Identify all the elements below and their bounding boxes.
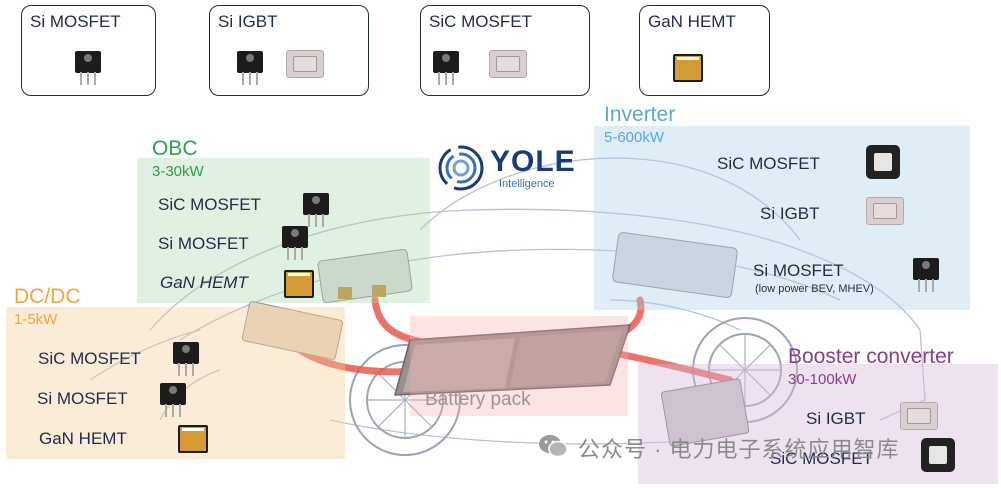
legend-si-igbt: Si IGBT bbox=[209, 5, 369, 96]
power-module-icon bbox=[286, 50, 324, 78]
obc-title: OBC bbox=[152, 137, 198, 160]
to247-package-icon bbox=[75, 51, 101, 85]
yole-swirl-icon bbox=[438, 145, 484, 191]
to247-package-icon bbox=[237, 51, 263, 85]
inverter-device: Si IGBT bbox=[760, 204, 820, 223]
battery-panel bbox=[410, 316, 628, 416]
to247-package-icon bbox=[160, 383, 186, 417]
gan-package-icon bbox=[178, 425, 208, 453]
watermark-text: 公众号 · 电力电子系统应用智库 bbox=[578, 437, 900, 462]
to247-package-icon bbox=[173, 342, 199, 376]
hybrid-pack-module-icon bbox=[921, 438, 955, 472]
dcdc-device: SiC MOSFET bbox=[38, 349, 141, 368]
obc-device: Si MOSFET bbox=[158, 234, 249, 253]
legend-label: Si IGBT bbox=[218, 12, 278, 31]
booster-device: SiC MOSFET bbox=[770, 449, 873, 468]
battery-label: Battery pack bbox=[425, 389, 531, 410]
inverter-title: Inverter bbox=[604, 103, 676, 126]
dcdc-title: DC/DC bbox=[14, 285, 81, 308]
dcdc-device: GaN HEMT bbox=[39, 429, 127, 448]
dcdc-device: Si MOSFET bbox=[37, 389, 128, 408]
booster-title: Booster converter bbox=[788, 345, 954, 368]
to247-package-icon bbox=[433, 51, 459, 85]
power-module-icon bbox=[900, 402, 938, 430]
wechat-icon bbox=[538, 433, 568, 459]
obc-device: SiC MOSFET bbox=[158, 195, 261, 214]
inverter-device: SiC MOSFET bbox=[717, 154, 820, 173]
dcdc-power: 1-5kW bbox=[14, 311, 58, 328]
legend-gan-hemt: GaN HEMT bbox=[639, 5, 770, 96]
inverter-note: (low power BEV, MHEV) bbox=[755, 283, 874, 295]
legend-label: GaN HEMT bbox=[648, 12, 736, 31]
hybrid-pack-module-icon bbox=[866, 145, 900, 179]
inverter-power: 5-600kW bbox=[604, 129, 665, 146]
to247-package-icon bbox=[303, 193, 329, 227]
power-module-icon bbox=[866, 197, 904, 225]
obc-power: 3-30kW bbox=[152, 163, 204, 180]
inverter-panel bbox=[594, 126, 970, 310]
gan-package-icon bbox=[284, 270, 314, 298]
obc-device: GaN HEMT bbox=[160, 273, 248, 292]
booster-device: Si IGBT bbox=[806, 409, 866, 428]
logo-sub: Intelligence bbox=[499, 178, 555, 190]
gan-package-icon bbox=[673, 54, 703, 82]
legend-label: SiC MOSFET bbox=[429, 12, 532, 31]
to247-package-icon bbox=[282, 226, 308, 260]
yole-logo: YOLE Intelligence bbox=[436, 143, 586, 193]
to247-package-icon bbox=[913, 258, 939, 292]
legend-sic-mosfet: SiC MOSFET bbox=[420, 5, 590, 96]
booster-power: 30-100kW bbox=[788, 371, 857, 388]
power-module-icon bbox=[489, 50, 527, 78]
legend-label: Si MOSFET bbox=[30, 12, 121, 31]
logo-name: YOLE bbox=[490, 145, 576, 178]
inverter-device: Si MOSFET bbox=[753, 261, 844, 280]
legend-si-mosfet: Si MOSFET bbox=[21, 5, 156, 96]
